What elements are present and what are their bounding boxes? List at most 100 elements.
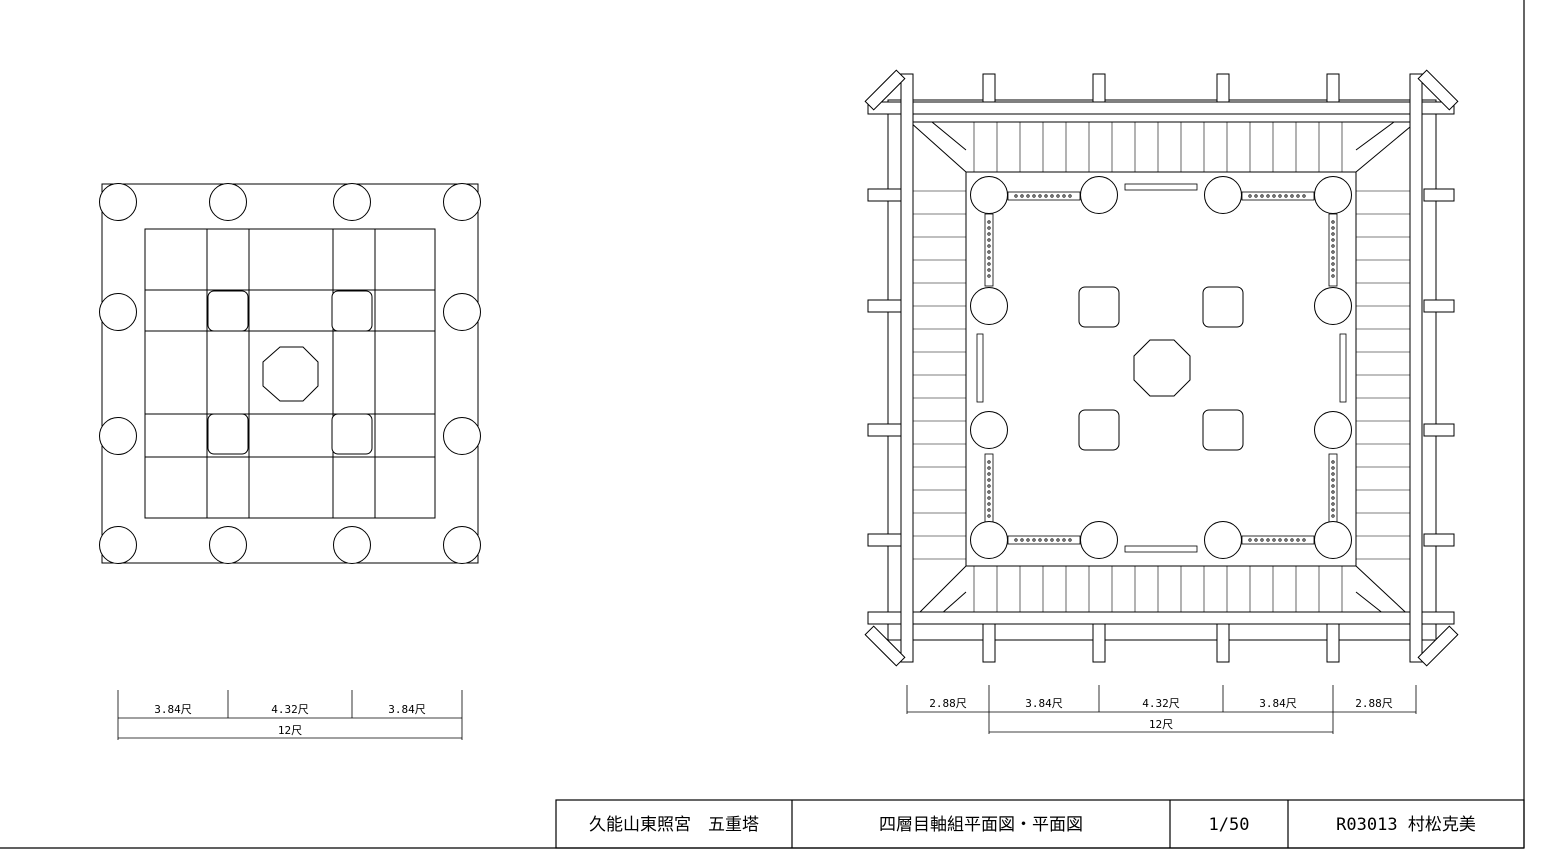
left-inner-post-2 [331,290,373,332]
panel-dot [1290,538,1294,542]
right-post-4 [1314,176,1352,214]
left-inner-floor [144,228,436,519]
panel-dot [1331,496,1335,500]
panel-dot [1331,256,1335,260]
right-dim-segment-4: 3.84尺 [1259,697,1297,710]
beam-end-bottom-3 [1216,621,1230,663]
left-dim-total: 12尺 [278,724,302,737]
panel-dot [1331,274,1335,278]
panel-dot [987,244,991,248]
beam-right [1409,73,1423,663]
panel-dot [1331,232,1335,236]
right-post-9 [970,521,1008,559]
panel-dot [1278,538,1282,542]
beam-top [867,101,1455,115]
right-dim-segment-1: 2.88尺 [929,697,967,710]
panel-dot [1266,194,1270,198]
left-dim-segment-1: 3.84尺 [154,703,192,716]
panel-dot [1014,194,1018,198]
panel-dot [1026,194,1030,198]
beam-end-left-5 [867,188,903,202]
beam-end-right-7 [1423,423,1455,437]
beam-end-left-8 [867,533,903,547]
panel-dot [987,226,991,230]
left-dim-segment-3: 3.84尺 [388,703,426,716]
panel-dot [987,268,991,272]
panel-dot [1032,538,1036,542]
panel-dot [1284,538,1288,542]
right-inner-post-1 [1078,286,1120,328]
right-post-2 [1080,176,1118,214]
panel-dot [1331,514,1335,518]
right-dimension-lines [906,685,1417,734]
beam-end-right-6 [1423,299,1455,313]
panel-dot [1331,484,1335,488]
left-post-7 [99,417,137,455]
panel-dot [1266,538,1270,542]
right-dim-total: 12尺 [1149,718,1173,731]
panel-dot [1248,538,1252,542]
panel-dot [987,466,991,470]
panel-dot [1296,538,1300,542]
panel-dot [1254,538,1258,542]
right-inner-post-2 [1202,286,1244,328]
left-post-2 [209,183,247,221]
panel-dot [1050,538,1054,542]
drawing-scale: 1/50 [1209,815,1250,835]
panel-dot [1056,194,1060,198]
panel-dot [987,250,991,254]
panel-dot [987,508,991,512]
panel-dot [987,496,991,500]
panel-dot [1044,194,1048,198]
left-inner-post-4 [331,413,373,455]
beam-end-bottom-1 [982,621,996,663]
panel-dot [987,232,991,236]
right-post-11 [1204,521,1242,559]
beam-bottom [867,611,1455,625]
panel-dot [1302,538,1306,542]
left-inner-post-1 [207,290,249,332]
panel-dot [987,472,991,476]
drawing-title: 四層目軸組平面図・平面図 [879,815,1083,835]
panel-dot [1014,538,1018,542]
panel-dot [1026,538,1030,542]
corner-bracket-2 [1417,69,1459,111]
panel-dot [987,478,991,482]
left-post-10 [209,526,247,564]
panel-dot [1260,194,1264,198]
panel-dot [1254,194,1258,198]
panel-dot [1331,250,1335,254]
corner-bracket-3 [864,625,906,667]
panel-dot [1062,538,1066,542]
panel-dot [987,220,991,224]
corner-bracket-1 [864,69,906,111]
left-floor-grid [144,228,436,519]
panel-dot [1044,538,1048,542]
beam-end-left-7 [867,423,903,437]
project-name: 久能山東照宮 五重塔 [589,815,759,835]
left-post-12 [443,526,481,564]
panel-dot [987,490,991,494]
panel-dot [987,274,991,278]
panel-dot [1331,478,1335,482]
beam-end-right-8 [1423,533,1455,547]
panel-dot [1331,220,1335,224]
panel-top-1 [1007,191,1081,201]
panel-dot [1331,238,1335,242]
right-dim-segment-2: 3.84尺 [1025,697,1063,710]
panel-dot [1038,194,1042,198]
corner-bracket-4 [1417,625,1459,667]
panel-dot [1302,194,1306,198]
right-post-8 [1314,411,1352,449]
left-post-6 [443,293,481,331]
right-post-5 [970,287,1008,325]
right-post-10 [1080,521,1118,559]
left-center-octagon [262,346,319,402]
panel-dot [987,256,991,260]
left-post-1 [99,183,137,221]
panel-dot [1062,194,1066,198]
right-inner-wall [965,171,1357,567]
right-eaves-outline [887,99,1437,641]
panel-dot [987,238,991,242]
